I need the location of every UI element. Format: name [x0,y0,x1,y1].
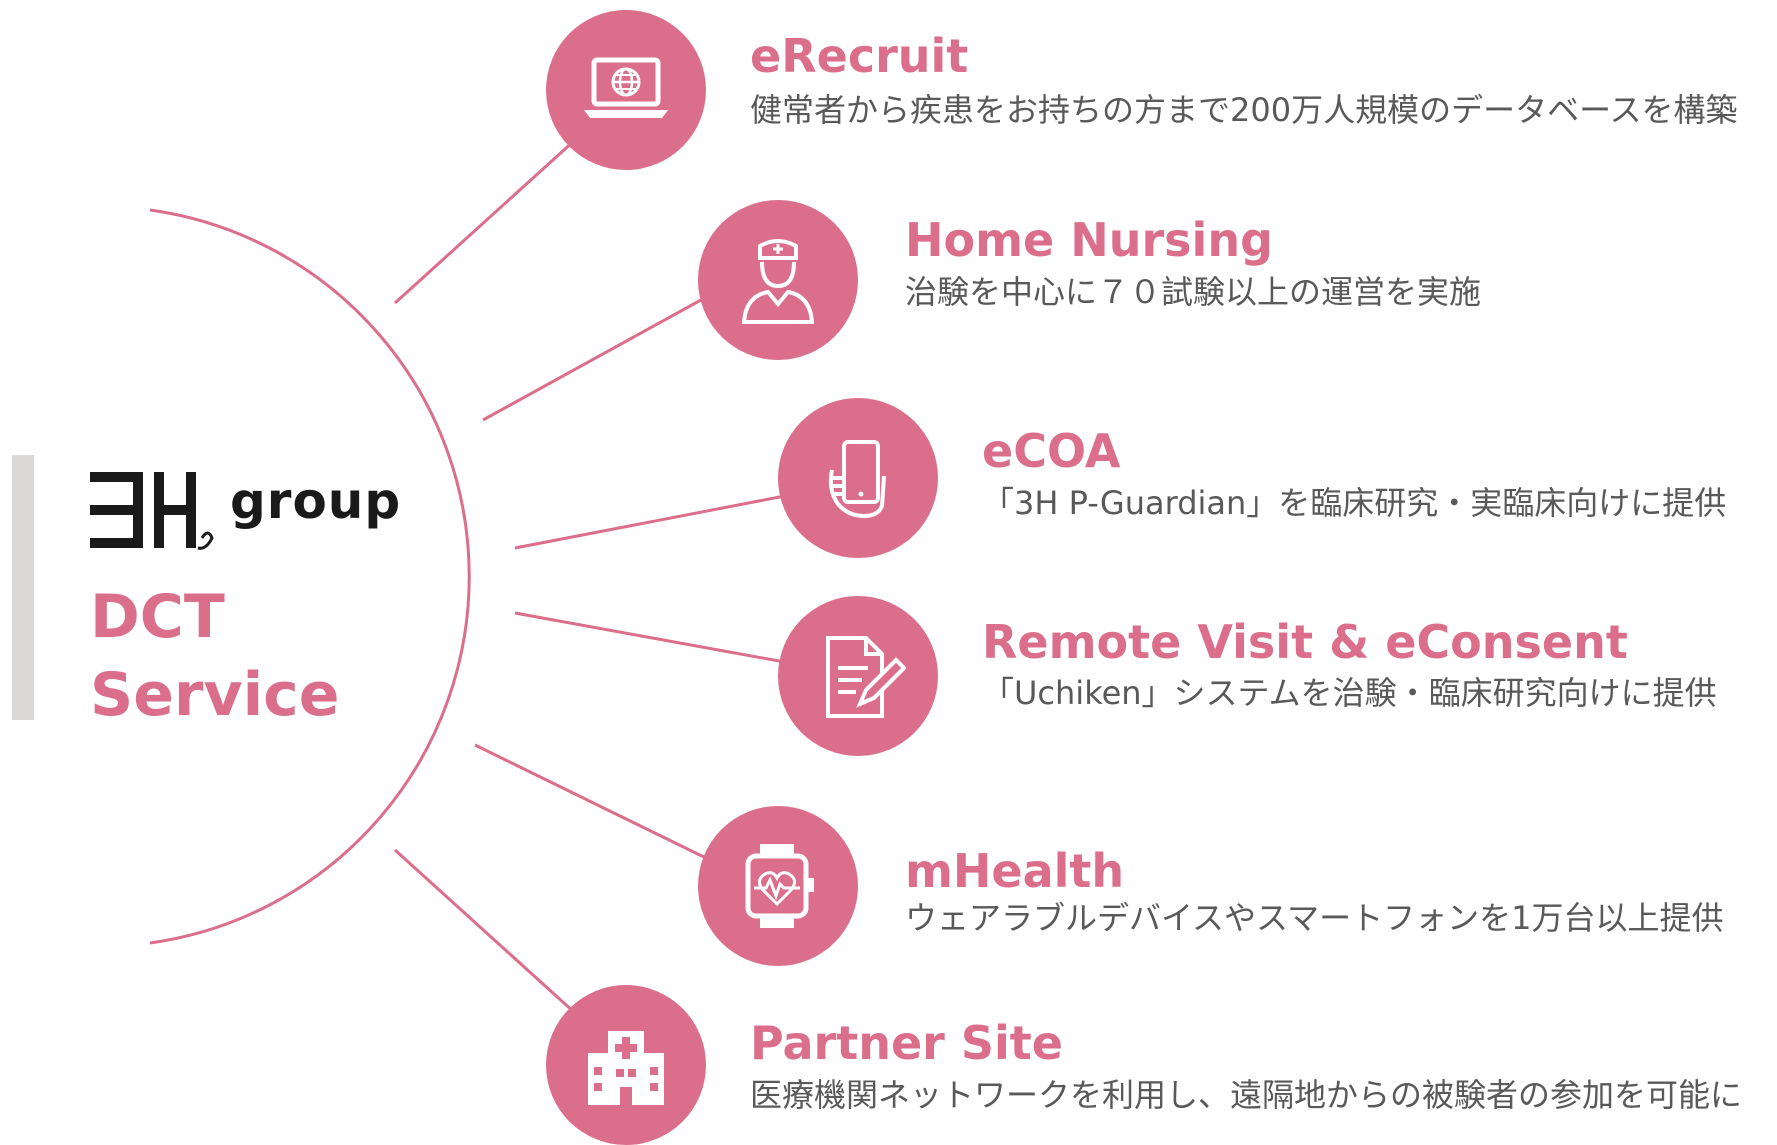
logo-text: group [230,472,402,530]
connector-ecoa [514,493,791,550]
mhealth-title: mHealth [905,844,1125,898]
connector-partner-site [393,848,577,1015]
connector-erecruit [393,138,577,305]
home-nursing-title: Home Nursing [905,213,1273,267]
laptop-globe-icon [584,57,668,118]
partner-site-title: Partner Site [750,1016,1063,1070]
smartwatch-heartbeat-icon [745,844,814,928]
partner-site-description: 医療機関ネットワークを利用し、遠隔地からの被験者の参加を可能に [750,1076,1743,1114]
home-nursing-description: 治験を中心に７０試験以上の運営を実施 [905,273,1482,311]
title-line-1: DCT [90,582,225,652]
mhealth-node [698,806,858,966]
connector-home-nursing [482,293,711,422]
nurse-icon [741,239,815,324]
erecruit-description: 健常者から疾患をお持ちの方まで200万人規模のデータベースを構築 [750,91,1738,129]
erecruit-title: eRecruit [750,29,969,83]
smartphone-hand-icon [828,440,886,519]
connector-remote-visit [514,611,791,665]
document-pen-icon [826,636,906,718]
connector-mhealth [474,743,711,862]
remote-visit-description: 「Uchiken」システムを治験・臨床研究向けに提供 [982,674,1717,712]
hospital-icon [588,1031,664,1105]
left-accent-bar [12,455,34,720]
3h-logo-mark [90,472,214,550]
mhealth-description: ウェアラブルデバイスやスマートフォンを1万台以上提供 [905,899,1724,937]
erecruit-node [546,10,706,170]
title-line-2: Service [90,660,340,730]
ecoa-description: 「3H P-Guardian」を臨床研究・実臨床向けに提供 [982,484,1727,522]
partner-site-node [546,985,706,1145]
ecoa-node [778,398,938,558]
ecoa-title: eCOA [982,424,1121,478]
central-arc [149,208,471,945]
page-title: DCT Service [90,578,339,734]
home-nursing-node [698,200,858,360]
remote-visit-node [778,596,938,756]
remote-visit-title: Remote Visit & eConsent [982,615,1628,669]
